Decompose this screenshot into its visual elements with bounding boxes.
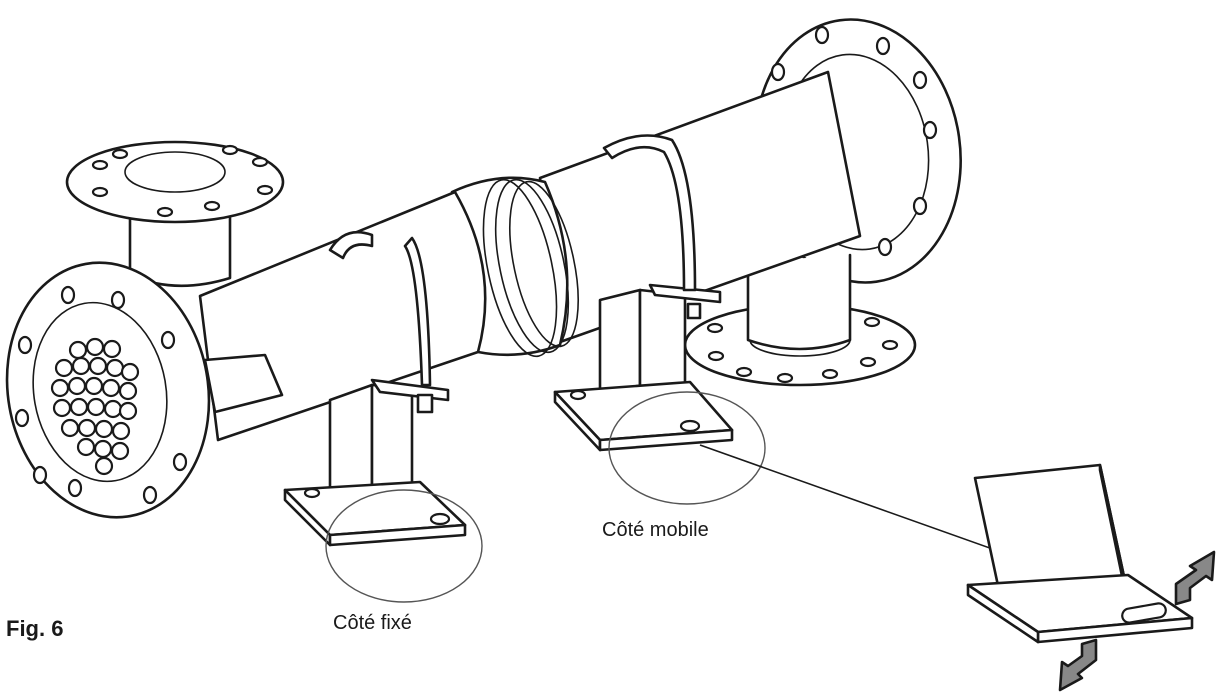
fixed-side-callout-circle: [325, 489, 483, 603]
right-flange-bolt-holes: [770, 25, 938, 257]
figure-label: Fig. 6: [6, 616, 64, 641]
movement-arrow-up-icon: [1174, 550, 1216, 606]
fixed-support: [283, 230, 467, 547]
right-bottom-nozzle: [683, 253, 917, 387]
left-nozzle-bolt-holes: [91, 144, 274, 218]
movement-arrow-down-icon: [1058, 638, 1098, 692]
slotted-hole: [1121, 602, 1167, 624]
left-flange-bolt-holes: [14, 285, 188, 505]
tube-sheet-holes: [50, 337, 140, 476]
fixed-side-label: Côté fixé: [333, 612, 412, 634]
mobile-side-label: Côté mobile: [602, 519, 709, 541]
left-top-nozzle: [65, 140, 285, 288]
left-end-flange: [5, 261, 284, 519]
mobile-support: [553, 134, 734, 452]
right-nozzle-bolt-holes: [706, 316, 899, 384]
mobile-side-callout-circle: [608, 391, 766, 505]
sliding-foot-detail: [966, 463, 1216, 692]
